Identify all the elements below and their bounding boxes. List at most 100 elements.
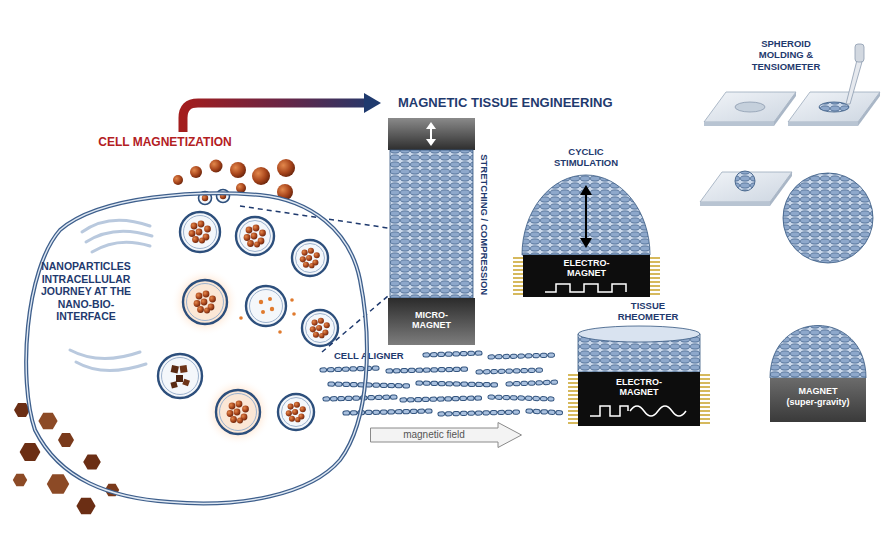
diagram-title: MAGNETIC TISSUE ENGINEERING: [398, 95, 613, 111]
cell-caption: NANOPARTICLES INTRACELLULAR JOURNEY AT T…: [34, 260, 138, 323]
spheroid-molding: [858, 92, 880, 126]
hexagonal-particles: [47, 474, 69, 493]
rotated-label: STRETCHING / COMPRESSION: [478, 145, 489, 305]
vesicles: [302, 310, 338, 346]
vesicles: [270, 307, 274, 311]
hexagonal-particles: [58, 433, 74, 447]
vesicles: [268, 297, 272, 301]
field-label: magnetic field: [374, 422, 494, 448]
vesicles: [180, 212, 220, 252]
vesicles: [171, 268, 239, 336]
zoom-lines: [240, 206, 388, 228]
vesicles: [286, 402, 306, 423]
vesicles: [204, 378, 272, 446]
vesicles: [184, 216, 217, 249]
vesicles: [162, 358, 199, 395]
vesicles: [246, 286, 286, 326]
vesicles: [259, 300, 263, 304]
stretching-device: [388, 118, 475, 298]
nanoparticles: [252, 167, 270, 185]
cyclic-stimulation: [585, 193, 587, 240]
section-label: TISSUE RHEOMETER: [606, 300, 690, 323]
vesicles: [282, 398, 311, 427]
nanoparticles: [190, 166, 202, 178]
signal-waves: [630, 406, 686, 416]
nanoparticles: [277, 159, 295, 177]
spheroid-molding: [788, 122, 858, 126]
cyclic-stimulation: [580, 238, 592, 248]
stretching-device: [430, 128, 432, 140]
signal-waves: [590, 406, 628, 416]
vesicles: [239, 286, 296, 334]
aligned-cell-chains: [322, 353, 565, 414]
vesicles: [239, 316, 243, 320]
vesicles: [278, 394, 314, 430]
spheroid-molding: [704, 122, 774, 126]
golgi-apparatus: [86, 231, 152, 242]
vesicles: [290, 298, 294, 302]
electromagnet-block: ELECTRO-MAGNET: [578, 372, 700, 426]
stretching-device: [390, 150, 473, 298]
field-arrow: magnetic field: [370, 422, 522, 448]
magnet-label: ELECTRO-MAGNET: [553, 258, 620, 279]
spheroid-molding: [704, 92, 796, 122]
zoom-lines: [322, 296, 388, 352]
electromagnet-block: ELECTRO-MAGNET: [523, 255, 650, 297]
hexagonal-particles: [38, 413, 57, 430]
golgi-apparatus: [70, 350, 140, 359]
vesicles: [204, 378, 272, 446]
section-label: SPHEROID MOLDING & TENSIOMETER: [742, 38, 830, 72]
nanoparticles: [210, 160, 223, 173]
vesicles: [170, 365, 190, 389]
vesicles: [292, 240, 328, 276]
section-label: CELL ALIGNER: [334, 350, 434, 361]
spheroid-molding: [700, 44, 880, 378]
magnet-block: MAGNET (super-gravity): [770, 378, 866, 422]
vesicles: [183, 280, 227, 324]
nanoparticles: [173, 175, 183, 185]
spheroid-molding: [735, 171, 755, 191]
nanoparticles: [230, 162, 246, 178]
spheroid-molding: [788, 92, 880, 122]
spheroid-molding: [700, 202, 770, 206]
vesicles: [236, 217, 274, 255]
vesicles: [302, 310, 338, 346]
vesicles: [216, 390, 260, 434]
vesicles: [194, 291, 216, 314]
vesicles: [306, 314, 335, 343]
magnet-label: ELECTRO-MAGNET: [605, 377, 673, 398]
vesicles: [158, 354, 202, 398]
vesicles: [278, 394, 314, 430]
cyclic-stimulation: [522, 175, 650, 255]
field-arrow-outline: [371, 423, 522, 448]
vesicles: [227, 401, 249, 424]
stretching-device: [388, 118, 475, 150]
magnetization-arrow: [364, 93, 381, 113]
hexagonal-particles: [20, 443, 41, 461]
vesicles: [171, 268, 239, 336]
vesicles: [244, 225, 266, 248]
nanoparticles: [236, 183, 246, 193]
cell-outline: CELL MAGNETIZATIONNANOPARTICLES INTRACEL…: [20, 160, 372, 510]
hexagonal-particles: [76, 498, 95, 515]
vesicles: [261, 310, 265, 314]
vesicles: [189, 221, 211, 244]
vesicles: [220, 394, 257, 431]
spheroid-molding: [700, 172, 792, 202]
golgi-apparatus: [76, 362, 146, 371]
magnet-label: MAGNET (super-gravity): [784, 386, 852, 408]
aligned-cell-chains: [322, 353, 565, 414]
section-label: CYCLIC STIMULATION: [540, 146, 632, 169]
tissue-rheometer: [578, 326, 700, 342]
hexagonal-particles: [83, 454, 101, 469]
vesicles: [292, 312, 296, 316]
section-heading: CELL MAGNETIZATION: [80, 135, 250, 149]
hexagonal-particles: [13, 474, 27, 486]
vesicles: [310, 318, 330, 339]
cell-membrane: [26, 193, 367, 503]
cell-membrane: [26, 193, 367, 503]
